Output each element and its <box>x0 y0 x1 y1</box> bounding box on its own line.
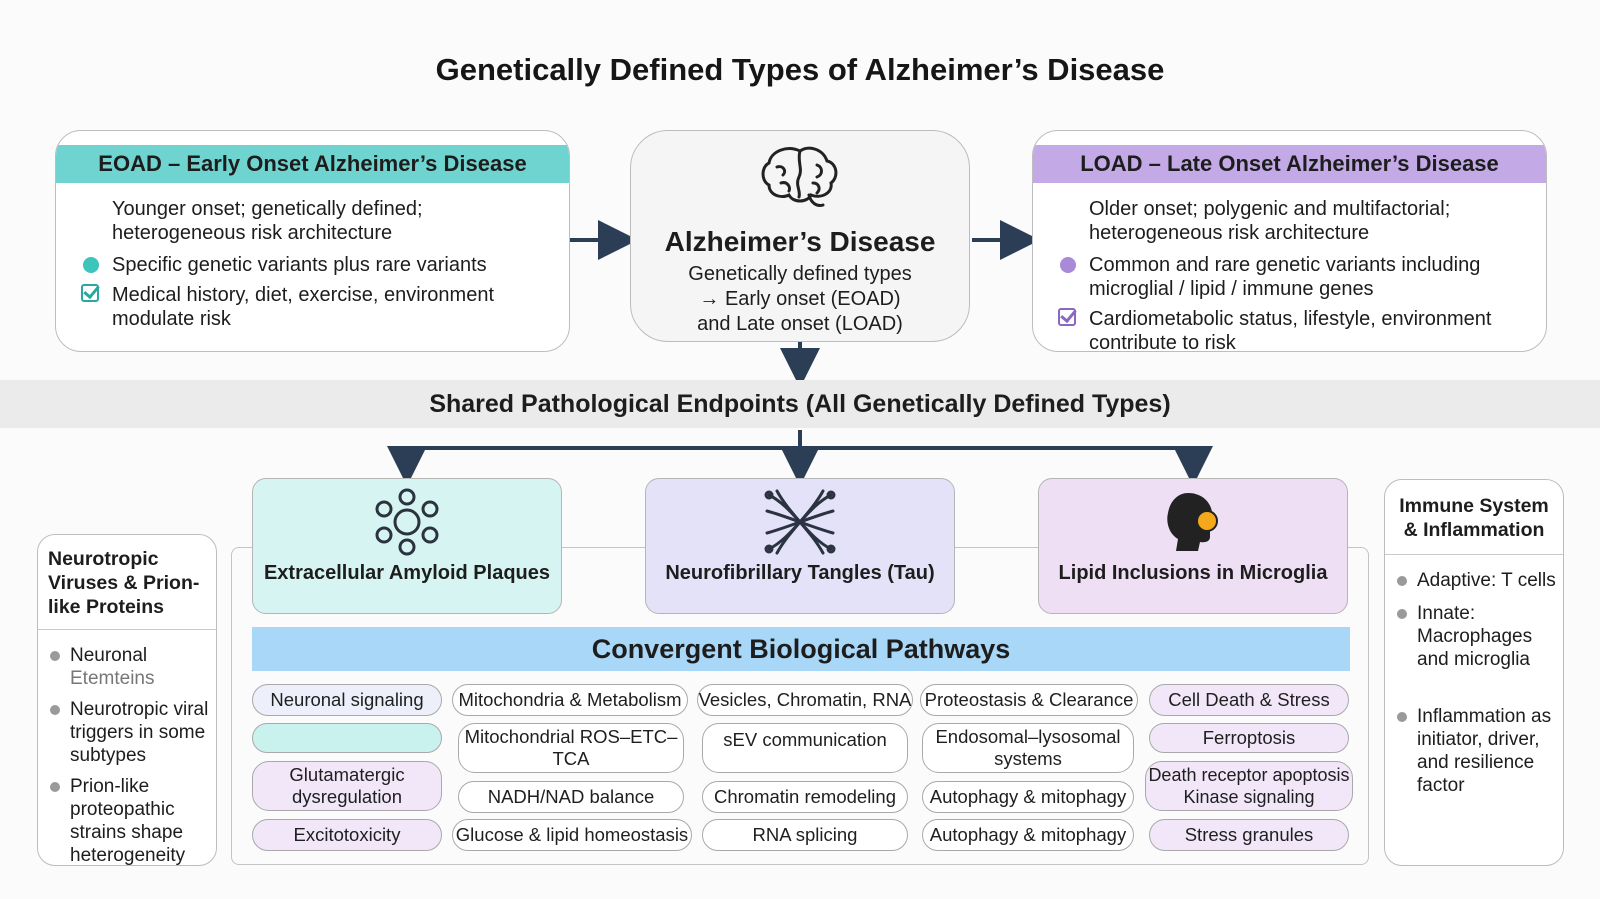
center-line-3: and Late onset (LOAD) <box>697 313 903 335</box>
load-item-cardiometabolic: Cardiometabolic status, lifestyle, envir… <box>1089 308 1492 352</box>
endpoint-tau-label: Neurofibrillary Tangles (Tau) <box>665 562 935 584</box>
eoad-intro: Younger onset; genetically defined; hete… <box>112 198 423 244</box>
neurotropic-item-neuronal-label: Neuronal <box>70 645 148 666</box>
immune-item-inflammation: Inflammation as initiator, driver, and r… <box>1385 705 1563 797</box>
pathway-header-neuronal: Neuronal signaling <box>252 684 442 716</box>
endpoint-amyloid-card: Extracellular Amyloid Plaques <box>252 478 562 614</box>
pathway-pill-excitotoxicity: Excitotoxicity <box>252 819 442 851</box>
pathway-pill-ferroptosis: Ferroptosis <box>1149 723 1349 753</box>
pathway-pill-chromatin: Chromatin remodeling <box>702 781 908 813</box>
load-item-variants: Common and rare genetic variants includi… <box>1089 254 1481 300</box>
eoad-item-variants: Specific genetic variants plus rare vari… <box>112 254 487 276</box>
pathway-header-cell-death: Cell Death & Stress <box>1149 684 1349 716</box>
brain-icon <box>761 146 838 207</box>
load-intro: Older onset; polygenic and multifactoria… <box>1089 198 1451 244</box>
neurotropic-header: Neurotropic Viruses & Prion-like Protein… <box>38 535 216 630</box>
immune-header: Immune System & Inflammation <box>1385 480 1563 555</box>
pathway-pill-endosomal: Endosomal–lysosomal systems <box>922 723 1134 773</box>
load-header: LOAD – Late Onset Alzheimer’s Disease <box>1033 145 1546 183</box>
page-title: Genetically Defined Types of Alzheimer’s… <box>435 52 1165 87</box>
neurotropic-item-viral: Neurotropic viral triggers in some subty… <box>38 698 216 767</box>
immune-item-adaptive: Adaptive: T cells <box>1385 569 1563 592</box>
purple-dot-icon <box>1060 257 1076 273</box>
neurotropic-item-neuronal: Neuronal Etemteins <box>38 644 216 690</box>
alzheimers-center-box: Alzheimer’s Disease Genetically defined … <box>630 130 970 342</box>
load-box: LOAD – Late Onset Alzheimer’s Disease Ol… <box>1032 130 1547 352</box>
center-title: Alzheimer’s Disease <box>664 226 936 257</box>
endpoint-lipid-label: Lipid Inclusions in Microglia <box>1058 562 1328 584</box>
checkbox-icon <box>81 284 99 302</box>
center-line-2: → Early onset (EOAD) <box>699 288 901 310</box>
tangle-icon <box>764 489 836 555</box>
neurotropic-item-prion: Prion-like proteopathic strains shape he… <box>38 775 216 867</box>
endpoint-amyloid-label: Extracellular Amyloid Plaques <box>263 562 551 584</box>
head-profile-icon <box>1167 493 1218 551</box>
eoad-box: EOAD – Early Onset Alzheimer’s Disease Y… <box>55 130 570 352</box>
pathway-pill-autophagy-2: Autophagy & mitophagy <box>922 819 1134 851</box>
convergent-pathways-band: Convergent Biological Pathways <box>252 627 1350 671</box>
immune-item-innate: Innate: Macrophages and microglia <box>1385 602 1563 671</box>
center-line-1: Genetically defined types <box>688 263 912 285</box>
pathway-pill-stress-granules: Stress granules <box>1149 819 1349 851</box>
pathway-pill-sev: sEV communication <box>702 723 908 773</box>
eoad-item-history: Medical history, diet, exercise, environ… <box>112 284 495 330</box>
pathway-header-proteostasis: Proteostasis & Clearance <box>920 684 1138 716</box>
neurotropic-panel: Neurotropic Viruses & Prion-like Protein… <box>37 534 217 866</box>
neurotropic-item-etemteins-label: Etemteins <box>70 668 155 689</box>
endpoint-tau-card: Neurofibrillary Tangles (Tau) <box>645 478 955 614</box>
pathway-pill-nadh: NADH/NAD balance <box>458 781 684 813</box>
amyloid-plaque-icon <box>375 488 439 556</box>
teal-dot-icon <box>83 257 99 273</box>
pathway-pill-blank <box>252 723 442 753</box>
pathway-pill-glutamatergic: Glutamatergic dysregulation <box>252 761 442 811</box>
pathway-pill-rna-splicing: RNA splicing <box>702 819 908 851</box>
pathway-pill-autophagy-1: Autophagy & mitophagy <box>922 781 1134 813</box>
endpoint-lipid-card: Lipid Inclusions in Microglia <box>1038 478 1348 614</box>
pathway-pill-mito-ros: Mitochondrial ROS–ETC–TCA <box>458 723 684 773</box>
pathway-header-vesicles: Vesicles, Chromatin, RNA <box>697 684 913 716</box>
immune-panel: Immune System & Inflammation Adaptive: T… <box>1384 479 1564 866</box>
eoad-header: EOAD – Early Onset Alzheimer’s Disease <box>56 145 569 183</box>
pathway-header-mitochondria: Mitochondria & Metabolism <box>452 684 688 716</box>
pathway-pill-glucose-lipid: Glucose & lipid homeostasis <box>452 819 692 851</box>
checkbox-icon <box>1058 308 1076 326</box>
shared-endpoints-band: Shared Pathological Endpoints (All Genet… <box>0 380 1600 428</box>
pathway-pill-death-receptor: Death receptor apoptosis Kinase signalin… <box>1145 761 1353 811</box>
